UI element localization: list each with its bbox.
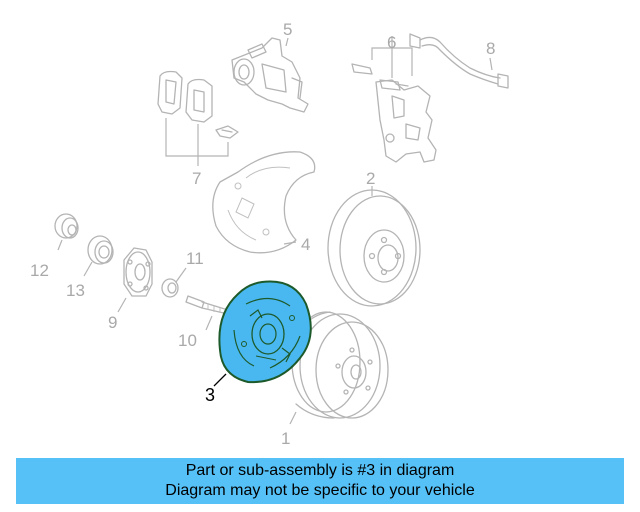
callout-11: 11 — [186, 249, 204, 268]
parts-diagram: 1 2 3 4 5 6 7 8 9 10 11 12 13 — [30, 20, 509, 448]
callout-3: 3 — [205, 385, 215, 405]
hub-part[interactable] — [123, 247, 153, 297]
brake-drum-part[interactable] — [291, 311, 389, 419]
info-banner: Part or sub-assembly is #3 in diagram Di… — [16, 458, 624, 504]
banner-line-2: Diagram may not be specific to your vehi… — [165, 482, 475, 499]
nut-part[interactable] — [161, 278, 179, 298]
callout-7: 7 — [192, 169, 201, 188]
callout-2: 2 — [366, 169, 375, 188]
callout-5: 5 — [283, 20, 292, 39]
brake-hose-part[interactable] — [409, 33, 509, 89]
callout-10: 10 — [178, 331, 197, 350]
callout-4: 4 — [301, 235, 310, 254]
callout-12: 12 — [30, 261, 49, 280]
backing-plate-part[interactable] — [218, 280, 312, 384]
callout-6: 6 — [387, 33, 396, 52]
splash-shield-part[interactable] — [212, 151, 316, 254]
callout-8: 8 — [486, 39, 495, 58]
caliper-part[interactable] — [231, 37, 309, 113]
callout-13: 13 — [66, 281, 85, 300]
caliper-bracket-part[interactable] — [351, 63, 437, 163]
brake-pads-part[interactable] — [157, 70, 239, 139]
bearing-part[interactable] — [87, 235, 114, 265]
bolt-part[interactable] — [185, 295, 229, 315]
callout-9: 9 — [108, 313, 117, 332]
banner-line-1: Part or sub-assembly is #3 in diagram — [185, 462, 455, 479]
brake-disc-part[interactable] — [327, 189, 421, 307]
hub-nut-part[interactable] — [54, 213, 79, 239]
callout-1: 1 — [281, 429, 290, 448]
